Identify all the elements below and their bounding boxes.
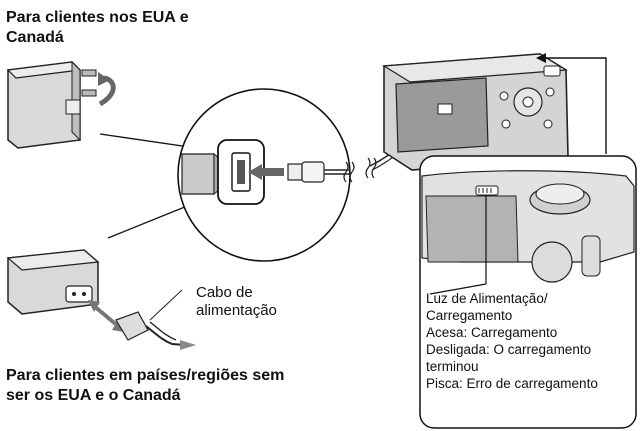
camera-screen-detail: [425, 195, 519, 263]
arrow-head: [180, 340, 196, 350]
heading-line: ser os EUA e o Canadá: [6, 387, 181, 404]
camera-rear: [382, 53, 569, 171]
adapter-port-side: [181, 153, 215, 195]
callout-line-text: Desligada: O carregamento: [426, 342, 592, 357]
callout-line-text: terminou: [426, 359, 479, 374]
callout-line-text: Carregamento: [426, 308, 513, 323]
heading-us-canada: Para clientes nos EUA e Canadá: [6, 8, 189, 48]
heading-line: Para clientes nos EUA e: [6, 9, 189, 26]
cable-break-mark: [343, 161, 349, 183]
callout-line-text: Luz de Alimentação/: [426, 291, 548, 306]
camera-lcd-screen: [395, 77, 489, 153]
camera-usb-port: [437, 103, 453, 115]
power-cord-inlet: [65, 285, 93, 303]
ac-adapter-us: [6, 60, 97, 149]
insert-arrow-icon: [248, 164, 284, 180]
label-line: Cabo de: [196, 284, 253, 301]
label-line: alimentação: [196, 302, 277, 319]
connect-arrow: [92, 304, 120, 328]
indicator-callout: Luz de Alimentação/ Carregamento Acesa: …: [426, 290, 598, 392]
heading-line: Canadá: [6, 29, 64, 46]
heading-line: Para clientes em países/regiões sem: [6, 367, 285, 384]
heading-other-regions: Para clientes em países/regiões sem ser …: [6, 366, 284, 406]
indicator-bracket: [540, 57, 607, 154]
power-cord-label: Cabo de alimentação: [196, 284, 277, 320]
ac-adapter-other: [6, 249, 100, 315]
plug-prong: [81, 89, 97, 97]
callout-line-text: Acesa: Carregamento: [426, 325, 558, 340]
plug-prong: [81, 69, 97, 77]
power-cord: [145, 325, 186, 346]
callout-line-text: Pisca: Erro de carregamento: [426, 376, 598, 391]
usb-plug: [287, 163, 303, 181]
power-cord-plug: [115, 311, 149, 341]
leader-line: [149, 289, 183, 321]
arrow-head: [98, 72, 110, 86]
